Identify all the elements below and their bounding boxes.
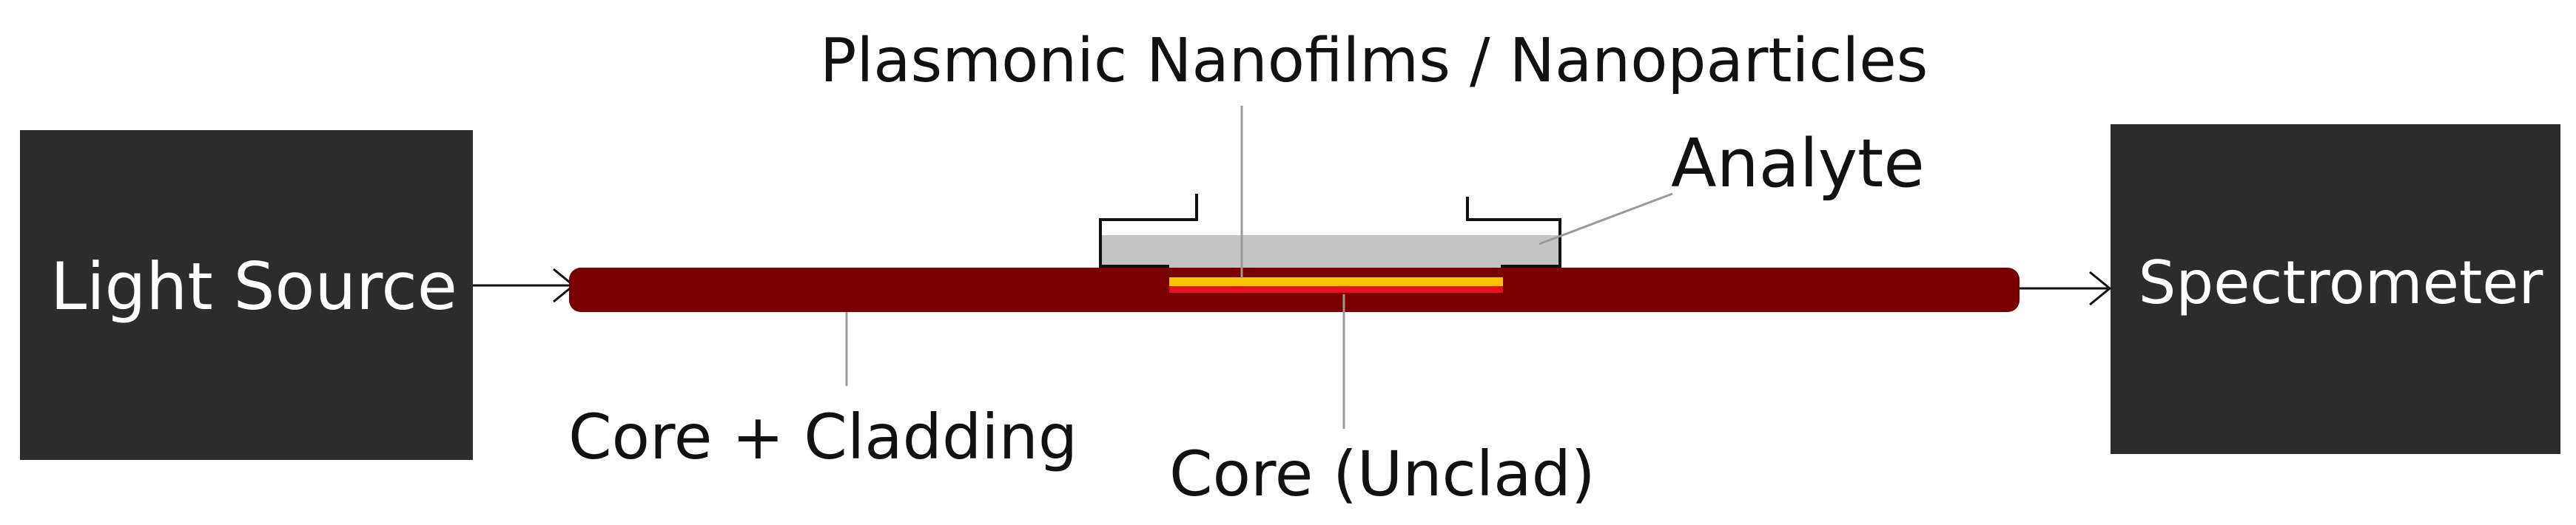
output-arrow <box>2017 271 2112 306</box>
core-cladding-label: Core + Cladding <box>568 401 1077 473</box>
spectrometer-box <box>2111 124 2560 454</box>
plasmonic-film <box>1169 277 1503 286</box>
analyte-container <box>1099 194 1561 268</box>
core-unclad-label: Core (Unclad) <box>1169 438 1595 510</box>
spectrometer-label: Spectrometer <box>2139 248 2543 317</box>
analyte-leader-line <box>1538 192 1673 245</box>
unclad-core <box>1169 286 1503 293</box>
light-source-label: Light Source <box>50 248 457 325</box>
light-source-box <box>20 130 473 460</box>
input-arrow <box>473 268 576 303</box>
plasmonic-label: Plasmonic Nanofilms / Nanoparticles <box>820 26 1928 96</box>
analyte-label: Analyte <box>1671 125 1925 203</box>
